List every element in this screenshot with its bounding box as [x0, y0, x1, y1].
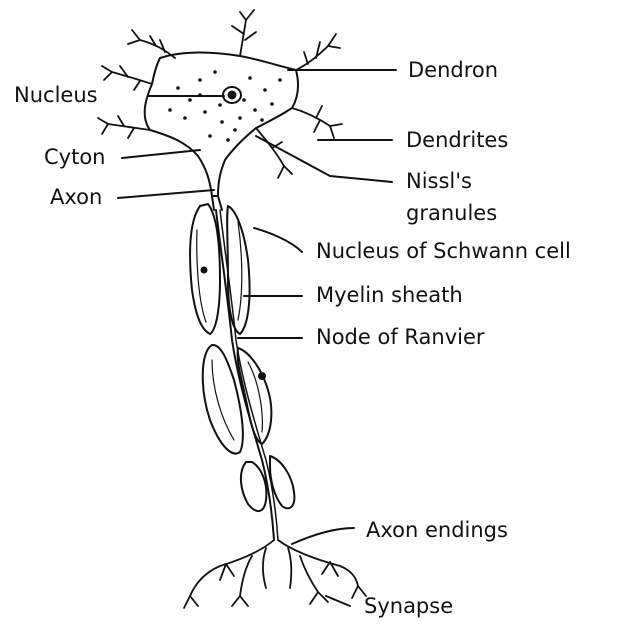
label-dendron: Dendron: [408, 59, 498, 82]
label-dendrites: Dendrites: [406, 129, 508, 152]
label-nissls-granules-line1: Nissl's: [406, 170, 472, 193]
label-node-of-ranvier: Node of Ranvier: [316, 326, 485, 349]
label-nucleus: Nucleus: [14, 84, 98, 107]
nissls-granules: [168, 70, 282, 142]
label-nissls-granules-line2: granules: [406, 202, 497, 225]
label-axon: Axon: [50, 186, 102, 209]
label-myelin-sheath: Myelin sheath: [316, 284, 463, 307]
label-axon-endings: Axon endings: [366, 519, 508, 542]
dendrites: [98, 10, 342, 178]
label-cyton: Cyton: [44, 146, 105, 169]
label-nucleus-of-schwann-cell: Nucleus of Schwann cell: [316, 240, 571, 263]
myelin-segment-upper: [190, 204, 250, 334]
axon-stem: [212, 196, 222, 210]
axon-endings: [184, 540, 366, 608]
nucleolus: [229, 92, 236, 99]
cyton-body: [145, 53, 298, 197]
myelin-segment-middle: [203, 345, 272, 454]
label-synapse: Synapse: [364, 595, 453, 618]
